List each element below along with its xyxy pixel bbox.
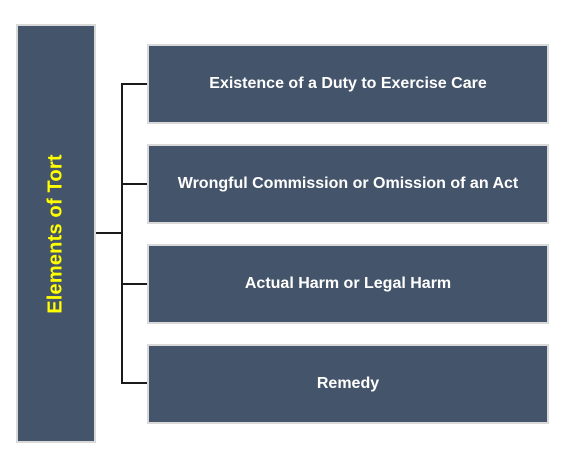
child-node-label: Actual Harm or Legal Harm xyxy=(244,275,452,292)
child-node-label: Remedy xyxy=(316,375,380,392)
child-node-remedy: Remedy xyxy=(147,344,549,424)
root-node-label: Elements of Tort xyxy=(44,153,67,314)
child-node-label: Existence of a Duty to Exercise Care xyxy=(209,75,487,92)
child-node-wrongful-act: Wrongful Commission or Omission of an Ac… xyxy=(147,144,549,224)
child-node-harm: Actual Harm or Legal Harm xyxy=(147,244,549,324)
root-node: Elements of Tort xyxy=(16,24,96,443)
child-node-duty-of-care: Existence of a Duty to Exercise Care xyxy=(147,44,549,124)
child-node-label: Wrongful Commission or Omission of an Ac… xyxy=(177,175,519,192)
